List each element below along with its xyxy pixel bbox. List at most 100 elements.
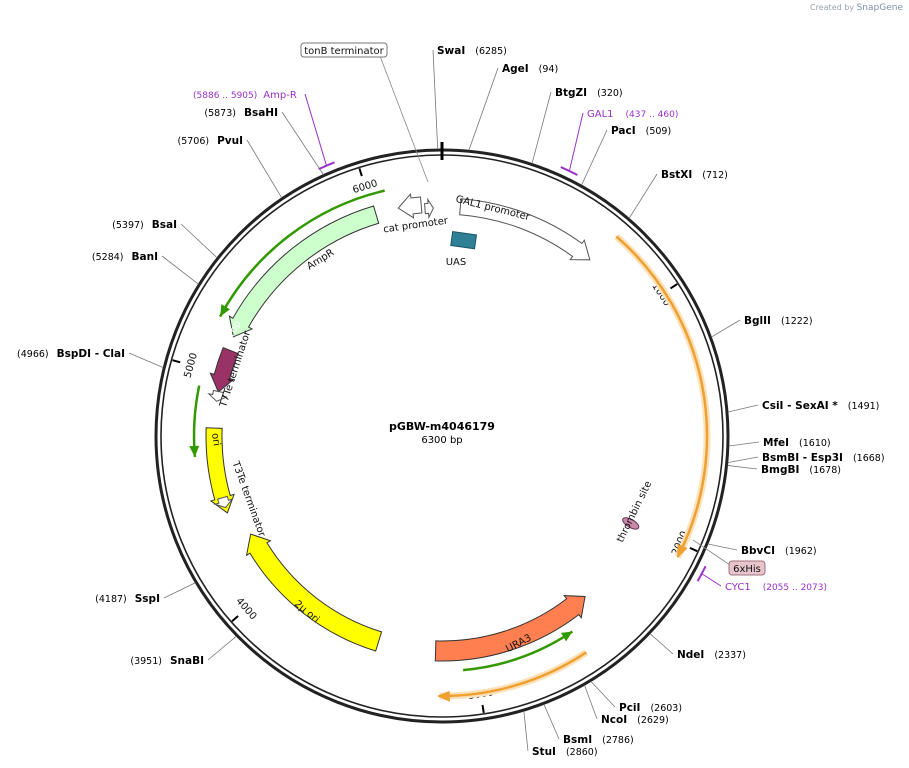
restriction-site-bmgbi: BmgBI(1678)	[761, 464, 841, 476]
restriction-site-stui: StuI(2860)	[532, 746, 598, 758]
restriction-site-swai: SwaI (6285)	[437, 45, 507, 57]
site-leader	[281, 111, 324, 175]
site-name: NdeI	[677, 649, 704, 661]
site-leader	[649, 633, 674, 655]
site-position: (94)	[539, 64, 559, 75]
site-position: (4187)	[95, 594, 127, 605]
feature-label-cat-promoter: cat promoter	[383, 215, 450, 235]
site-leader	[246, 139, 283, 199]
tonb-leader	[379, 55, 429, 183]
site-leader	[727, 404, 759, 413]
tick-mark	[172, 359, 181, 364]
feature-label-tonb-terminator: tonB terminator	[304, 46, 384, 57]
restriction-site-pcii: PciI (2603)	[619, 702, 682, 714]
restriction-site-snabi: (3951)SnaBI	[130, 655, 204, 667]
cat-promoter-arrow	[397, 192, 423, 219]
ampr-arrow	[228, 205, 380, 338]
restriction-site-ndei: NdeI (2337)	[677, 649, 746, 661]
site-position: (712)	[702, 170, 728, 181]
orf-line	[439, 651, 587, 698]
feature-label-ori: ori	[209, 432, 222, 447]
site-name: BsmI	[563, 734, 592, 746]
restriction-site-bspdi-clai: (4966)BspDI - ClaI	[17, 348, 125, 360]
orf-line	[615, 235, 709, 558]
site-leader	[468, 67, 499, 151]
restriction-site-csii-sexai: CsiI - SexAI * (1491)	[762, 400, 879, 412]
site-leader	[590, 681, 616, 708]
site-leader	[711, 319, 741, 338]
primer-range: (437 .. 460)	[626, 110, 679, 120]
site-leader	[584, 684, 598, 720]
site-name: BanI	[132, 251, 158, 263]
feature-label-t3te-terminator: T3Te terminator	[229, 459, 267, 539]
tick-mark	[689, 546, 698, 553]
ampr-orf-head	[220, 304, 230, 317]
primer-leader	[304, 93, 327, 165]
primer-name: GAL1	[587, 109, 614, 120]
primer-binding-amp-r	[318, 161, 335, 171]
primer-range: (2055 .. 2073)	[763, 583, 827, 593]
primer-name: CYC1	[725, 582, 751, 593]
site-leader	[523, 711, 529, 752]
site-position: (320)	[597, 88, 623, 99]
primer-leader	[569, 112, 584, 171]
site-name: MfeI	[763, 437, 789, 449]
site-position: (2860)	[566, 747, 598, 758]
restriction-site-bbvci: BbvCI(1962)	[741, 545, 817, 557]
site-name: BtgZI	[555, 87, 587, 99]
site-name: SnaBI	[170, 655, 204, 667]
site-position: (1678)	[809, 465, 841, 476]
site-leader	[128, 352, 164, 369]
site-name: BglII	[744, 315, 771, 327]
restriction-site-bsmi: BsmI (2786)	[563, 734, 634, 746]
feature-label-6xhis: 6xHis	[733, 564, 761, 575]
tick-mark	[481, 704, 485, 714]
site-leader	[543, 704, 560, 740]
primer-binding-cyc1	[696, 565, 707, 582]
site-name: CsiI - SexAI *	[762, 400, 838, 412]
restriction-site-bani: (5284)BanI	[92, 251, 158, 263]
restriction-site-bglii: BglII (1222)	[744, 315, 813, 327]
site-leader	[707, 543, 738, 551]
site-leader	[180, 223, 218, 259]
site-leader	[432, 49, 439, 150]
restriction-site-paci: PacI(509)	[611, 125, 671, 137]
site-position: (1962)	[785, 546, 817, 557]
snapgene-credit: Created by SnapGene	[810, 3, 903, 13]
plasmid-name: pGBW-m4046179	[389, 420, 495, 433]
credit-brand: SnapGene	[856, 3, 903, 13]
site-position: (1610)	[799, 438, 831, 449]
site-leader	[727, 456, 759, 463]
ura3-orf-head	[560, 631, 573, 642]
ura3-orf	[462, 630, 574, 672]
rop-orf-head	[189, 445, 200, 457]
restriction-site-bstxi: BstXI(712)	[661, 169, 728, 181]
primer-binding-gal1	[560, 166, 578, 176]
site-position: (5706)	[177, 136, 209, 147]
restriction-site-bsai: (5397)BsaI	[112, 219, 177, 231]
restriction-site-btgzi: BtgZI (320)	[555, 87, 623, 99]
site-position: (2603)	[650, 703, 682, 714]
site-name: SwaI	[437, 45, 465, 57]
restriction-site-agei: AgeI (94)	[502, 63, 558, 75]
site-leader	[581, 129, 608, 186]
site-labels: SwaI (6285) AgeI (94) BtgZI (320) PacI(509) Bst…	[17, 45, 884, 758]
site-position: (1491)	[848, 401, 880, 412]
site-position: (2786)	[602, 735, 634, 746]
tonb-terminator-box	[300, 42, 388, 58]
site-leader	[727, 465, 758, 470]
site-name: PciI	[619, 702, 640, 714]
tick-mark	[231, 615, 239, 623]
rop-arrow	[209, 346, 239, 393]
gal1-promoter-arrow	[459, 198, 591, 261]
t7te-terminator-arrow	[207, 389, 229, 402]
site-position: (6285)	[475, 46, 507, 57]
tick-label: 5000	[183, 352, 200, 379]
site-name: AgeI	[502, 63, 529, 75]
credit-prefix: Created by	[810, 3, 855, 12]
site-position: (2337)	[714, 650, 746, 661]
site-position: (1222)	[781, 316, 813, 327]
t3te-terminator-arrow	[213, 495, 234, 509]
